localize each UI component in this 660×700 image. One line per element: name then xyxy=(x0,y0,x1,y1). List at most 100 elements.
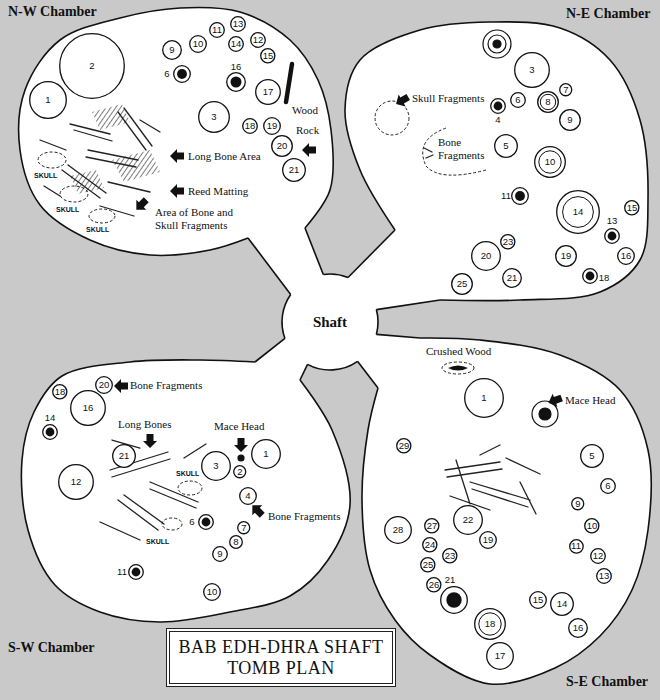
annotation-label: Bone Fragments xyxy=(268,510,340,523)
pot-rim xyxy=(425,519,439,533)
callout-number: 6 xyxy=(515,95,520,105)
chamber-floor xyxy=(345,22,648,310)
pot-circle: 14 xyxy=(42,424,58,440)
chamber-wall xyxy=(21,360,350,622)
tomb-drawing xyxy=(375,101,409,135)
pot-circle: 24 xyxy=(422,537,438,553)
pot-circle: 26 xyxy=(426,577,442,593)
pot-outline xyxy=(490,98,506,114)
pot-rim xyxy=(572,498,584,510)
callout-number: 25 xyxy=(457,279,468,289)
pot-rim xyxy=(397,439,411,453)
pot-circle: 19 xyxy=(263,117,281,135)
pot-circle: 9 xyxy=(571,497,584,510)
pot-circle: 9 xyxy=(559,109,581,131)
tomb-drawing xyxy=(238,455,244,461)
chamber-name: S-E Chamber xyxy=(566,674,648,689)
callout-number: 29 xyxy=(399,441,410,451)
pot-rim xyxy=(625,201,639,215)
pot-circle: 29 xyxy=(396,438,412,454)
chamber-wall xyxy=(362,338,651,684)
passage-wall xyxy=(376,334,420,338)
pot-rim xyxy=(59,465,94,500)
callout-number: 25 xyxy=(423,560,434,570)
shaft-name: Shaft xyxy=(313,314,347,331)
callout-number: 22 xyxy=(463,515,474,525)
pot-rim xyxy=(240,488,257,505)
callout-number: 13 xyxy=(599,571,610,581)
callout-number: 21 xyxy=(119,451,130,461)
annotation-label: Crushed Wood xyxy=(426,345,491,358)
pot-base xyxy=(46,428,55,437)
pot-outline xyxy=(226,72,246,92)
callout-number: 21 xyxy=(445,575,456,585)
pot-base xyxy=(446,592,461,607)
callout-number: 14 xyxy=(573,207,584,217)
annotation-label: Mace Head xyxy=(214,420,264,433)
pot-rim xyxy=(480,532,497,549)
chamber-floor xyxy=(19,7,334,294)
pot-outline xyxy=(128,564,144,580)
pot-circle: 20 xyxy=(471,241,501,271)
callout-number: 19 xyxy=(561,251,572,261)
pot-rim xyxy=(491,99,506,114)
pot-circle: 12 xyxy=(590,548,606,564)
callout-number: 11 xyxy=(501,191,511,201)
tomb-drawing xyxy=(114,379,128,393)
pot-circle: 2 xyxy=(59,33,125,99)
callout-number: 7 xyxy=(241,523,246,533)
tomb-floor xyxy=(19,7,652,684)
pot-circle: 12 xyxy=(250,32,266,48)
tomb-drawing xyxy=(488,35,506,53)
pot-rim xyxy=(569,539,582,552)
pot-rim xyxy=(601,479,616,494)
pot-rim xyxy=(560,84,572,96)
pot-rim xyxy=(560,110,581,131)
pot-circle: 25 xyxy=(420,557,436,573)
tomb-drawing xyxy=(424,148,433,158)
pot-rim xyxy=(264,118,281,135)
callout-number: 14 xyxy=(231,39,242,49)
tomb-drawing xyxy=(170,184,184,198)
passage-wall xyxy=(248,238,291,294)
pot-circle: 13 xyxy=(230,16,246,32)
reed-matting xyxy=(70,104,160,194)
callout-number: 18 xyxy=(485,619,496,629)
pot-circle: 17 xyxy=(486,642,514,670)
pot-circle: 23 xyxy=(500,234,516,250)
tomb-drawing xyxy=(393,91,412,110)
callout-number: 16 xyxy=(231,62,242,72)
tomb-drawing xyxy=(170,149,184,163)
callout-number: 10 xyxy=(587,521,598,531)
annotation-label: Skull Fragments xyxy=(412,92,484,105)
callout-number: 1 xyxy=(263,449,268,459)
pot-rim xyxy=(454,506,483,535)
annotation-label: Long Bones xyxy=(118,418,171,431)
annotation-label: Reed Matting xyxy=(188,185,248,198)
pot-rim xyxy=(581,445,604,468)
pot-rim xyxy=(591,549,606,564)
pot-rim xyxy=(261,49,275,63)
pot-base xyxy=(515,191,525,201)
callout-number: 11 xyxy=(212,25,222,35)
pot-rim xyxy=(234,466,246,478)
pot-circle: 16 xyxy=(226,72,246,92)
callout-number: 15 xyxy=(263,51,274,61)
pot-rim xyxy=(427,578,441,592)
callout-number: 16 xyxy=(573,623,584,633)
pot-rim xyxy=(113,445,136,468)
pot-circle: 1 xyxy=(251,439,281,469)
pot-rim xyxy=(213,547,228,562)
pot-rim xyxy=(585,519,599,533)
pot-circle: 11 xyxy=(569,539,584,554)
annotation-label: Wood xyxy=(292,104,318,117)
callout-number: 18 xyxy=(245,121,256,131)
callout-number: 13 xyxy=(233,19,244,29)
pot-rim xyxy=(452,274,473,295)
shaft-floor xyxy=(282,274,378,370)
tomb-drawing xyxy=(539,408,551,420)
callout-number: 6 xyxy=(164,69,169,79)
pot-base xyxy=(586,272,595,281)
chamber-wall xyxy=(19,7,334,255)
tomb-drawing xyxy=(162,518,182,530)
